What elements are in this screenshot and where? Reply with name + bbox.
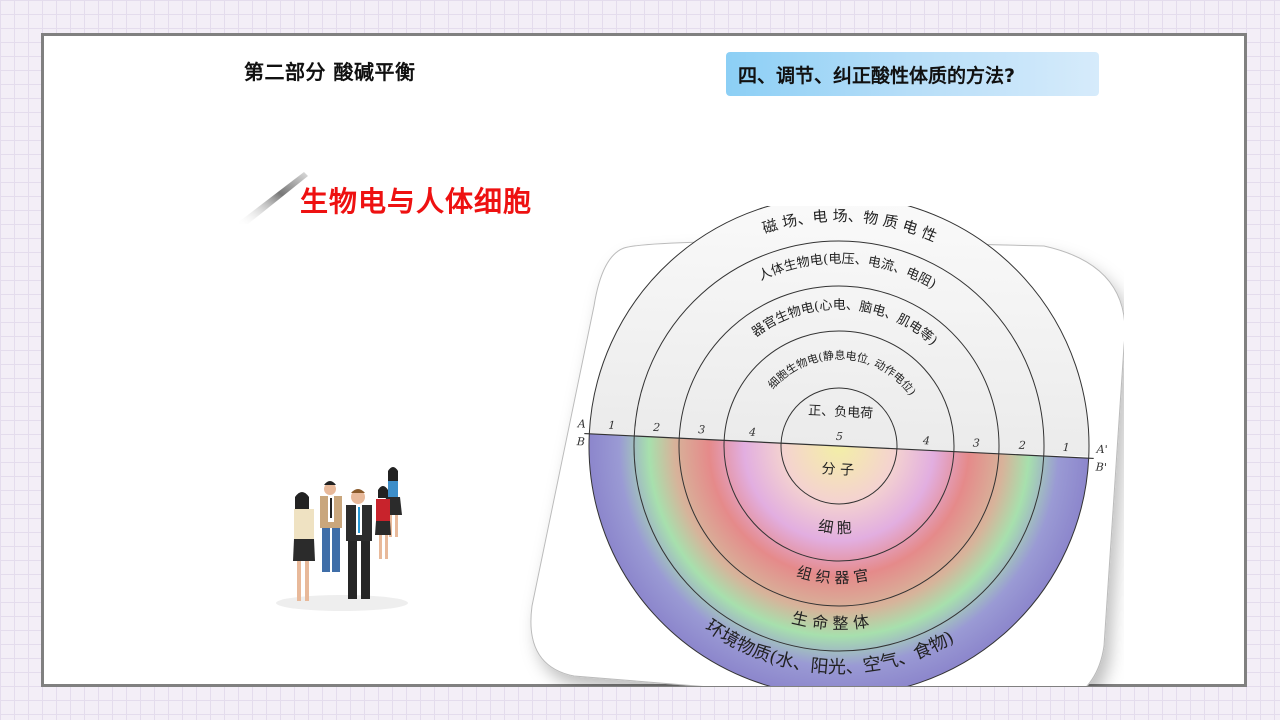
svg-text:2: 2 xyxy=(1017,439,1026,452)
lower-ring-label-5: 分 子 xyxy=(821,461,854,479)
svg-text:2: 2 xyxy=(652,421,661,434)
svg-text:4: 4 xyxy=(748,426,757,439)
svg-text:1: 1 xyxy=(1062,441,1070,454)
axis-label-a-prime: A' xyxy=(1095,443,1108,457)
person-icon xyxy=(346,489,372,599)
axis-label-b-prime: B' xyxy=(1094,461,1107,475)
axis-label-b: B xyxy=(576,435,586,448)
subtitle: 生物电与人体细胞 xyxy=(300,185,533,218)
svg-text:4: 4 xyxy=(922,434,931,447)
topic-banner: 四、调节、纠正酸性体质的方法? xyxy=(726,52,1099,96)
svg-text:3: 3 xyxy=(698,423,706,436)
section-title: 第二部分 酸碱平衡 xyxy=(244,60,416,84)
svg-text:1: 1 xyxy=(608,419,616,432)
person-icon xyxy=(375,486,391,559)
svg-text:3: 3 xyxy=(972,437,980,450)
person-icon xyxy=(293,492,315,601)
topic-text: 四、调节、纠正酸性体质的方法? xyxy=(738,64,1016,87)
lower-ring-label-4: 细 胞 xyxy=(817,517,853,538)
person-icon xyxy=(320,481,342,572)
business-people-illustration xyxy=(276,467,408,611)
decorative-swoosh-icon xyxy=(236,172,308,224)
subtitle-block: 生物电与人体细胞 xyxy=(234,166,594,226)
ring-label-5: 正、负电荷 xyxy=(808,403,874,421)
axis-label-a: A xyxy=(576,417,586,430)
svg-text:5: 5 xyxy=(836,430,844,443)
bioelectricity-concentric-diagram: 磁 场、电 场、物 质 电 性 人体生物电(电压、电流、电阻) 器官生物电(心电… xyxy=(530,206,1124,686)
slide: 第二部分 酸碱平衡 四、调节、纠正酸性体质的方法? 生物电与人体细胞 xyxy=(41,33,1247,687)
